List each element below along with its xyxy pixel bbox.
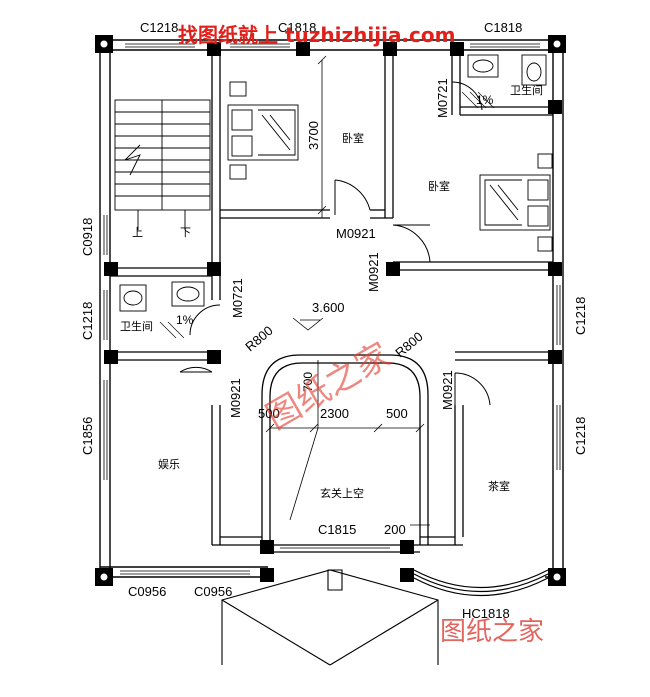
room-label-toilet: 卫生间 xyxy=(510,83,543,97)
stair-down-label: 下 xyxy=(180,226,191,239)
window-label: C1218 xyxy=(573,417,588,455)
window-label: C1218 xyxy=(80,302,95,340)
window-label: C1818 xyxy=(484,20,522,35)
dimension-lines xyxy=(265,55,430,526)
dimension-label: 700 xyxy=(301,372,315,392)
window-label: C1818 xyxy=(278,20,316,35)
dimension-label: 3700 xyxy=(306,121,321,150)
dimension-label: 500 xyxy=(386,406,408,421)
bed-icon xyxy=(227,81,299,180)
watermark-bottom: 图纸之家 xyxy=(440,617,544,647)
outer-walls xyxy=(99,39,564,578)
window-label: HC1818 xyxy=(462,606,510,621)
toilet-icon xyxy=(119,54,547,312)
room-label-toilet: 卫生间 xyxy=(120,319,153,333)
window-label: C0918 xyxy=(80,218,95,256)
toilet-hatch xyxy=(159,91,495,339)
room-label-entertainment: 娱乐 xyxy=(158,457,180,471)
door-label: M0921 xyxy=(366,252,381,292)
room-label-tea-room: 茶室 xyxy=(488,479,510,493)
room-label-bedroom: 卧室 xyxy=(342,131,364,145)
window-label: C0956 xyxy=(194,584,232,599)
window-label: C1218 xyxy=(573,297,588,335)
room-label-foyer-void: 玄关上空 xyxy=(320,486,364,500)
bed-icon xyxy=(479,153,553,252)
slope-label: 1% xyxy=(476,93,494,107)
door-label: M0721 xyxy=(230,278,245,318)
entrance-canopy xyxy=(221,569,439,666)
staircase xyxy=(114,99,211,230)
window-label: C0956 xyxy=(128,584,166,599)
corner-columns xyxy=(99,39,562,582)
door-swings xyxy=(179,81,491,406)
door-label: M0921 xyxy=(336,226,376,241)
watermark-center: 图纸之家 xyxy=(260,335,398,438)
bay-window xyxy=(413,569,549,596)
stair-up-label: 上 xyxy=(132,226,143,239)
door-label: M0921 xyxy=(228,378,243,418)
foyer-arch xyxy=(261,354,429,553)
door-label: M0921 xyxy=(440,370,455,410)
slope-label: 1% xyxy=(176,313,194,327)
door-label: M0721 xyxy=(435,78,450,118)
window-label: C1218 xyxy=(140,20,178,35)
columns xyxy=(95,35,566,586)
window-label: C1815 xyxy=(318,522,356,537)
window-marks xyxy=(103,43,561,575)
room-label-bedroom: 卧室 xyxy=(428,179,450,193)
window-label: C1856 xyxy=(80,417,95,455)
floor-level-label: 3.600 xyxy=(312,300,345,315)
radius-label: R800 xyxy=(242,323,275,354)
dimension-label: 2300 xyxy=(320,406,349,421)
interior-walls xyxy=(110,50,553,546)
dimension-label: 200 xyxy=(384,522,406,537)
watermark-top: 找图纸就上 tuzhizhijia.com xyxy=(178,23,455,47)
radius-label: R800 xyxy=(392,329,425,360)
dimension-label: 500 xyxy=(258,406,280,421)
